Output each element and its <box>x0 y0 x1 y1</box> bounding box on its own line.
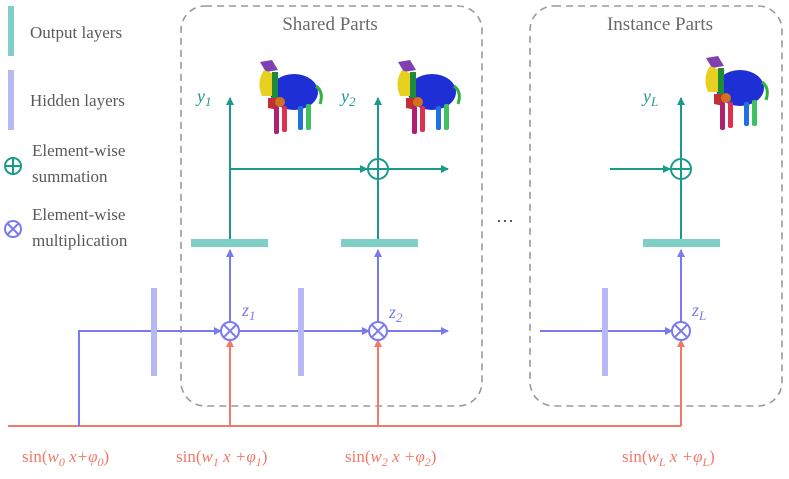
multiplication-icon <box>220 321 240 341</box>
label-z2: z2 <box>388 302 403 325</box>
input-label-1: sin(w1 x +φ1) <box>176 447 267 469</box>
legend-mul-line1: Element-wise <box>32 205 125 224</box>
horse-model-icon <box>257 58 323 136</box>
horse-model-icon <box>703 54 769 132</box>
label-y2: y2 <box>339 86 356 109</box>
legend-mul-line2: multiplication <box>32 231 128 250</box>
hidden-layer-bar <box>298 288 304 376</box>
output-layer-bar <box>341 239 418 247</box>
ellipsis: … <box>496 206 514 226</box>
hidden-layer-bar <box>151 288 157 376</box>
sinusoidal-input-lines <box>8 339 685 427</box>
hidden-layer-legend-swatch <box>8 70 14 130</box>
legend-sum-line2: summation <box>32 167 108 186</box>
label-yL: yL <box>641 86 658 109</box>
multiplication-icon <box>4 220 22 238</box>
output-layer-bar <box>643 239 720 247</box>
shared-parts-title: Shared Parts <box>282 14 378 35</box>
output-layer-bar <box>191 239 268 247</box>
legend-output-layers: Output layers <box>30 23 122 42</box>
label-y1: y1 <box>195 86 212 109</box>
hidden-path-lines <box>78 249 685 426</box>
input-label-L: sin(wL x +φL) <box>622 447 715 469</box>
label-z1: z1 <box>241 300 256 323</box>
hidden-layer-bar <box>602 288 608 376</box>
summation-icon <box>670 158 692 180</box>
summation-icon <box>367 158 389 180</box>
output-path-lines <box>226 97 685 239</box>
label-zL: zL <box>691 300 706 323</box>
input-label-2: sin(w2 x +φ2) <box>345 447 436 469</box>
legend-sum-line1: Element-wise <box>32 141 125 160</box>
shared-parts-box <box>180 5 483 407</box>
output-layer-legend-swatch <box>8 6 14 56</box>
summation-icon <box>4 157 22 175</box>
multiplication-icon <box>671 321 691 341</box>
instance-parts-box <box>529 5 783 407</box>
instance-parts-title: Instance Parts <box>607 14 713 35</box>
multiplication-icon <box>368 321 388 341</box>
legend-hidden-layers: Hidden layers <box>30 91 125 110</box>
input-label-0: sin(w0 x+φ0) <box>22 447 109 469</box>
horse-model-icon <box>395 58 461 136</box>
